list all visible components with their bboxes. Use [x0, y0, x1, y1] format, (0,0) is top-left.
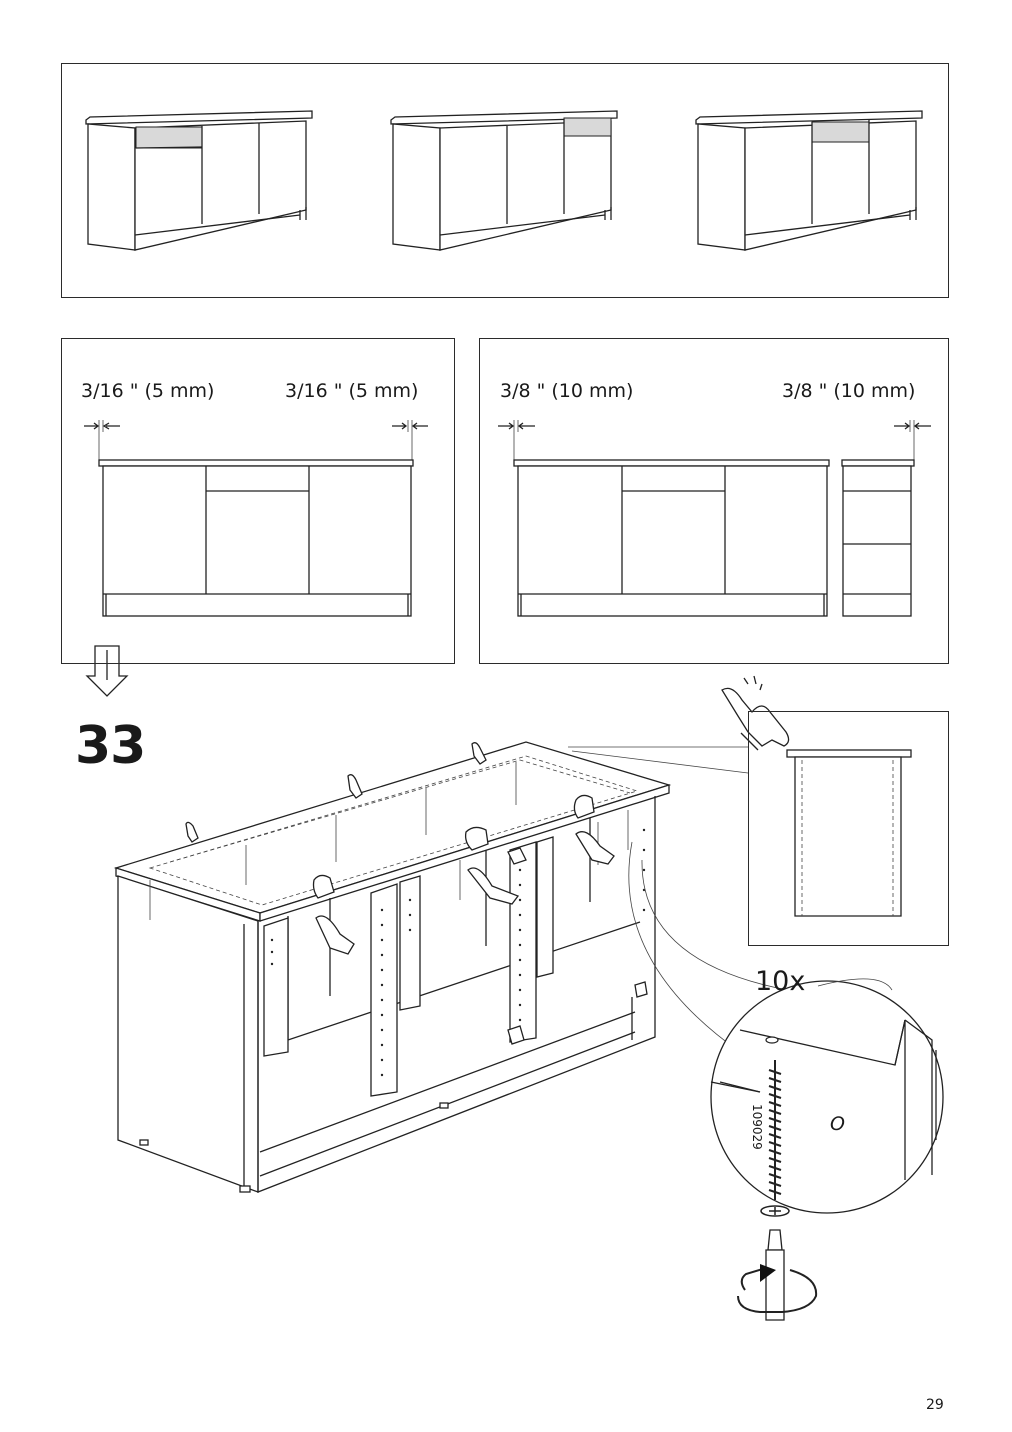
down-arrow-icon	[85, 645, 129, 697]
hole-marker: O	[830, 1113, 845, 1135]
small-gap-right-label: 3/16 " (5 mm)	[285, 380, 419, 402]
small-gap-panel	[61, 338, 455, 664]
page-number: 29	[926, 1397, 944, 1413]
small-gap-left-label: 3/16 " (5 mm)	[81, 380, 215, 402]
clamp-icon	[185, 742, 615, 996]
screw-icon	[760, 1060, 790, 1217]
rotate-screwdriver-icon	[737, 1229, 818, 1321]
variants-panel	[61, 63, 949, 298]
zoom-detail-circle	[710, 980, 944, 1217]
main-cabinet-assembly	[113, 741, 672, 1193]
large-gap-panel	[479, 338, 949, 664]
worktop-detail-box	[748, 711, 949, 946]
worktop-edge-detail	[786, 749, 912, 917]
front-cabinet-large-gap	[498, 420, 931, 617]
cabinet-variant-3	[695, 110, 923, 251]
front-cabinet-small-gap	[84, 420, 428, 617]
step-number: 33	[75, 716, 146, 776]
cabinet-variant-1	[85, 110, 313, 251]
screw-quantity: 10x	[755, 966, 806, 997]
large-gap-right-label: 3/8 " (10 mm)	[782, 380, 916, 402]
large-gap-left-label: 3/8 " (10 mm)	[500, 380, 634, 402]
cabinet-variant-2	[390, 110, 618, 251]
hand-press-icon	[721, 675, 790, 751]
part-number: 109029	[750, 1104, 764, 1150]
